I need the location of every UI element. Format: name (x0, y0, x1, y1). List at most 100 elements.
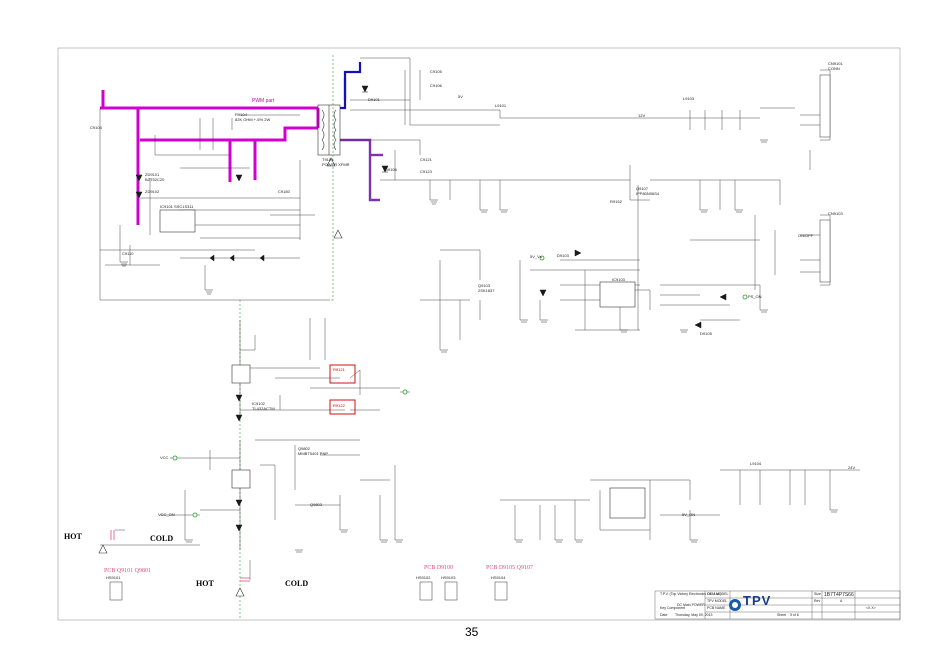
q9803-ref: Q9803 (310, 502, 323, 507)
d9106-ref: D9106 (385, 167, 397, 172)
cold-label-bottom: COLD (285, 579, 309, 588)
hot-label-bottom: HOT (196, 579, 214, 588)
q9107-ref: Q9107 (636, 186, 649, 191)
hs9104-body (494, 581, 508, 601)
opto-upper-box (231, 364, 251, 384)
net-5v-on: 5V_ON (682, 512, 696, 517)
zd9101-part: BZT52C20 (145, 177, 165, 182)
opto-lower-box (231, 469, 251, 489)
tb-sheet-value: 3 of 6 (790, 613, 799, 617)
q9107-part: IPP80N06S4 (636, 191, 660, 196)
ground-symbols (120, 139, 838, 553)
test-points (172, 255, 748, 518)
warning-triangles (98, 157, 343, 597)
hs9102-body (419, 581, 433, 601)
c9104-ref: C9104 (90, 125, 102, 130)
ic-boxes (159, 209, 646, 519)
r9122-ref: R9122 (333, 403, 345, 408)
r9121-highlight (329, 364, 356, 384)
q9802-part: MMBT5401 PNP (298, 451, 329, 456)
c9121-ref: C9121 (420, 157, 432, 162)
red-highlight-boxes (329, 364, 356, 415)
zd9101-ref: ZD9101 (145, 172, 160, 177)
pcb-d9105-label: PCB D9105 Q9107 (486, 565, 534, 571)
tpv-logo: TPV (743, 593, 772, 608)
c9110-ref: C9110 (122, 251, 134, 256)
highlight-net-blue (340, 62, 362, 110)
hs9101-ref: HS9101 (106, 575, 121, 580)
q9802-ref: Q9802 (298, 446, 311, 451)
tpv-logo-mark (729, 599, 741, 611)
hs9104-ref: HS9104 (491, 575, 506, 580)
c9123-ref: C9123 (420, 169, 432, 174)
net-5vvs: 5V_Vs (530, 254, 542, 259)
hs9101-body (109, 581, 123, 601)
cold-label-left: COLD (150, 534, 174, 543)
r9121-ref: R9121 (333, 367, 345, 372)
tb-pcb-name-label: PCB NAME (707, 606, 726, 610)
pwm-part-label: PWM part (252, 98, 275, 104)
cn9101-body (819, 74, 831, 138)
ic9101-ref: IC9101 SSC1S311 (160, 204, 194, 209)
hs9102-ref: HS9102 (416, 575, 431, 580)
highlight-net-magenta (100, 90, 320, 225)
ic9102-ref: IC9102 (252, 401, 265, 406)
secondary-wiring (340, 57, 831, 331)
d9105-ref: D9105 (700, 331, 712, 336)
l9101-ref: L9101 (495, 103, 507, 108)
tb-company: T.P.V. (Top Victory Electronics Co., Ltd… (660, 592, 722, 596)
tb-key-component-label: Key Component (660, 606, 686, 610)
tb-tpv-model-label: TPV MODEL (707, 599, 728, 603)
cn9103-body (819, 219, 831, 283)
cn9101-ref: CN9101 (828, 61, 843, 66)
hs9103-ref: HS9103 (441, 575, 456, 580)
net-12v: 12V (638, 113, 646, 118)
q9103-part: 2SK1837 (478, 288, 495, 293)
pcb-d9100-label: PCB D9100 (424, 565, 454, 571)
feedback-wiring (239, 249, 521, 420)
tb-date-value: Thursday, May 09, 2013 (675, 613, 713, 617)
r9152-ref: R9152 (610, 199, 622, 204)
sheet-border (57, 47, 901, 621)
net-vcc-on: VCC_ON (158, 512, 175, 517)
connectors (109, 74, 831, 601)
tb-oem-model-label: OEM MODEL (707, 592, 729, 596)
highlight-net-purple (340, 138, 383, 202)
tb-rev-label: Rev (814, 599, 821, 603)
ic9103-box (599, 281, 636, 308)
c9106-ref: C9106 (430, 83, 442, 88)
c9180-ref: C9180 (278, 189, 290, 194)
safety-caps (110, 530, 250, 582)
tb-sheet-name: <X.X> (866, 606, 876, 610)
d9101-ref: D9101 (368, 97, 380, 102)
transformer-t9101 (317, 104, 341, 156)
net-24v: 24V (848, 465, 856, 470)
c9105-ref: C9105 (430, 69, 442, 74)
ic9101-box (159, 209, 196, 233)
tb-rev-value: A (840, 599, 843, 603)
tb-sheet-label: Sheet (777, 613, 787, 617)
cn9101-part: CONN (828, 66, 840, 71)
diode-symbols (135, 85, 727, 532)
t9101-ref: T9101 (322, 157, 334, 162)
lower-wiring (100, 439, 860, 580)
hs9103-body (444, 581, 458, 601)
r9122-highlight (329, 399, 356, 415)
d9103-ref: D9103 (557, 253, 569, 258)
ic9103-ref: IC9103 (612, 277, 625, 282)
pcb-q9101-label: PCB Q9101 Q9801 (104, 568, 152, 574)
l9104-ref: L9104 (750, 461, 762, 466)
zd9102-ref: ZD9102 (145, 189, 160, 194)
t9101-part: POWER XFMR (322, 162, 350, 167)
net-vcc: VCC (160, 455, 169, 460)
r9104-value: 82K OHM +-5% 2W (235, 117, 271, 122)
tb-date-label: Date (660, 613, 668, 617)
hot-label-left: HOT (64, 532, 82, 541)
cn9103-ref: CN9103 (828, 211, 843, 216)
ic-lower-box (609, 487, 646, 519)
tb-part-number: 1B7T4P7S66 (824, 592, 854, 598)
l9103-ref: L9103 (683, 96, 695, 101)
net-5v: 5V (458, 94, 463, 99)
tb-size-label: Size (814, 592, 821, 596)
net-on-off: ON/OFF (798, 233, 814, 238)
